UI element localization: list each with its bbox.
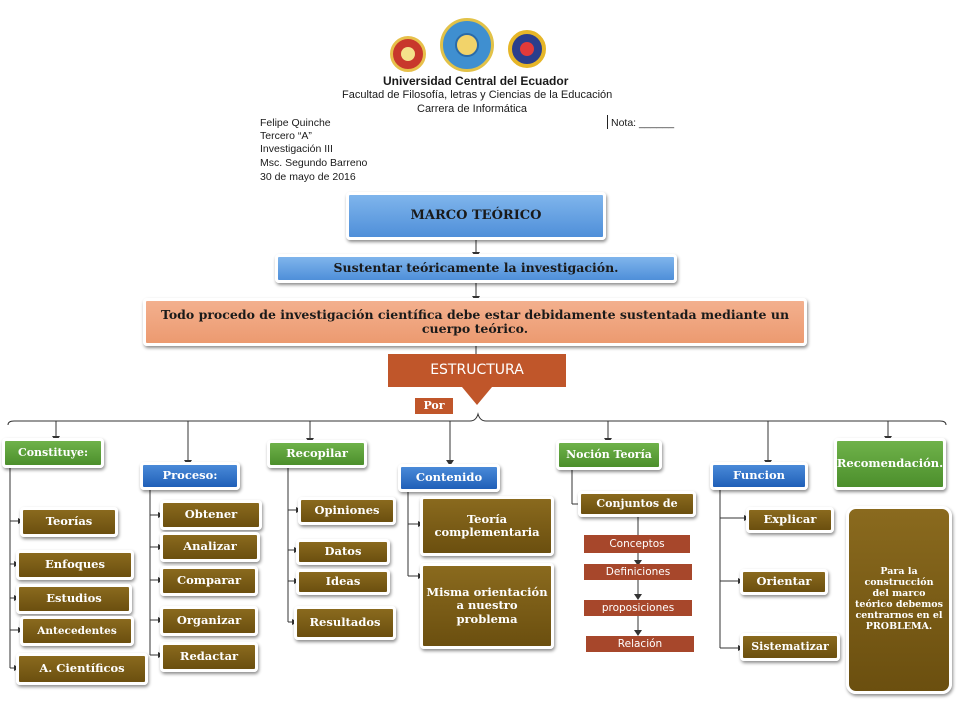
header-funcion: Funcion (710, 462, 808, 490)
item-teorias: Teorías (20, 507, 118, 537)
header-nocion: Noción Teoría (556, 440, 662, 470)
title-box: MARCO TEÓRICO (346, 192, 606, 240)
item-orientar: Orientar (740, 569, 828, 595)
item-explicar: Explicar (746, 507, 834, 533)
logo-university-seal (440, 18, 494, 72)
por-box: Por (413, 396, 455, 416)
header-recopilar: Recopilar (267, 440, 367, 468)
item-analizar: Analizar (160, 532, 260, 562)
item-opiniones: Opiniones (298, 497, 396, 525)
item-conceptos: Conceptos (584, 535, 690, 553)
nocion-sub-conjuntos: Conjuntos de (578, 491, 696, 517)
item-organizar: Organizar (160, 606, 258, 636)
grade-divider (607, 115, 608, 129)
item-enfoques: Enfoques (16, 550, 134, 580)
item-ideas: Ideas (296, 569, 390, 595)
item-resultados: Resultados (294, 606, 396, 640)
statement-box: Todo procedo de investigación científica… (143, 298, 807, 346)
recomendacion-note: Para la construcción del marco teórico d… (846, 506, 952, 694)
header-proceso: Proceso: (140, 462, 240, 490)
student-line-4: Msc. Segundo Barreno (260, 157, 368, 169)
header-contenido: Contenido (398, 464, 500, 492)
student-line-2: Tercero “A” (260, 130, 312, 142)
logo-left (390, 36, 426, 72)
faculty-name: Facultad de Filosofía, letras y Ciencias… (342, 89, 613, 101)
header-constituye: Constituye: (2, 438, 104, 468)
item-definiciones: Definiciones (584, 564, 692, 580)
item-redactar: Redactar (160, 642, 258, 672)
student-line-1: Felipe Quinche (260, 117, 331, 129)
logo-right (508, 30, 546, 68)
item-teoria-complementaria: Teoría complementaria (420, 496, 554, 556)
structure-arrow (462, 387, 492, 405)
student-line-3: Investigación III (260, 143, 333, 155)
item-comparar: Comparar (160, 566, 258, 596)
header-recomendacion: Recomendación. (834, 438, 946, 490)
item-relacion: Relación (586, 636, 694, 652)
grade-label: Nota: ______ (611, 117, 675, 129)
item-estudios: Estudios (16, 584, 132, 614)
university-name: Universidad Central del Ecuador (383, 74, 569, 88)
career-name: Carrera de Informática (417, 103, 528, 115)
item-a-cientificos: A. Científicos (16, 653, 148, 685)
item-obtener: Obtener (160, 500, 262, 530)
structure-box: ESTRUCTURA (388, 354, 566, 387)
student-line-5: 30 de mayo de 2016 (260, 171, 356, 183)
item-antecedentes: Antecedentes (20, 616, 134, 646)
item-datos: Datos (296, 539, 390, 565)
item-proposiciones: proposiciones (584, 600, 692, 616)
item-sistematizar: Sistematizar (740, 633, 840, 661)
purpose-box: Sustentar teóricamente la investigación. (275, 254, 677, 283)
item-misma-orientacion: Misma orientación a nuestro problema (420, 563, 554, 649)
